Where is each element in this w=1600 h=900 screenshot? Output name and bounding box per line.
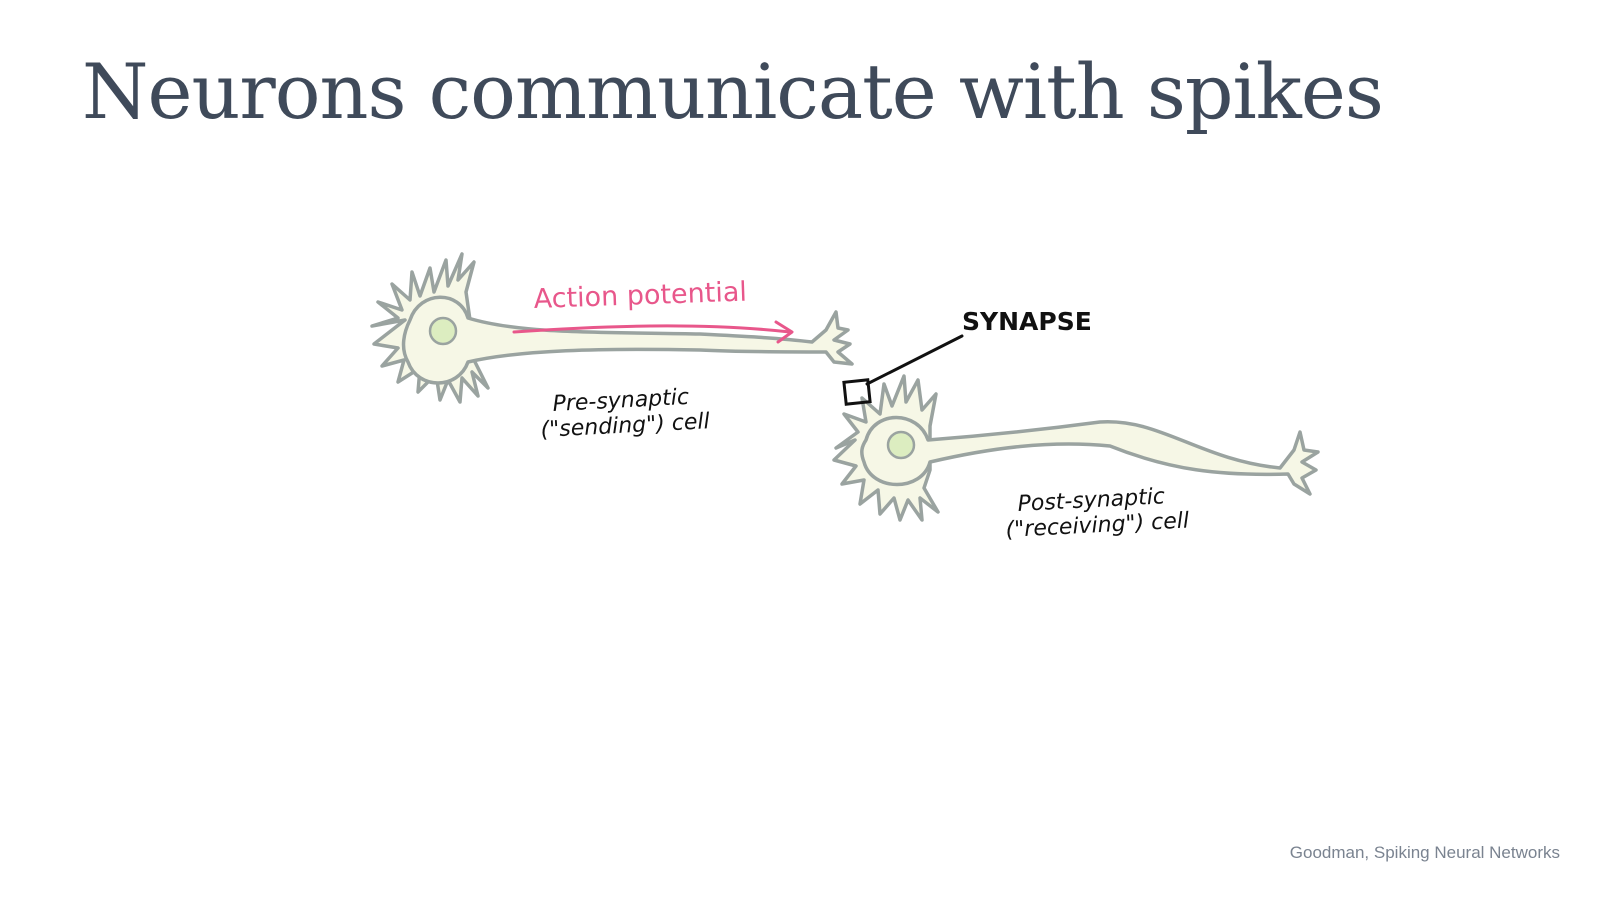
footer-credit: Goodman, Spiking Neural Networks xyxy=(1289,843,1560,862)
slide-title: Neurons communicate with spikes xyxy=(82,47,1384,136)
action-potential-arrow xyxy=(512,320,794,344)
synapse-pointer-line xyxy=(865,334,964,386)
pre-nucleus xyxy=(428,316,458,346)
action-potential-label: Action potential xyxy=(533,277,747,315)
synapse-label: SYNAPSE xyxy=(962,307,1092,336)
post-nucleus xyxy=(886,430,916,460)
arrow-head xyxy=(774,320,794,344)
post-soma-axon xyxy=(860,415,1320,496)
pre-soma-axon xyxy=(401,295,854,385)
synapse-box xyxy=(842,378,872,406)
post-synaptic-neuron xyxy=(832,374,1320,522)
pre-synaptic-neuron xyxy=(370,252,854,404)
arrow-shaft xyxy=(512,324,792,334)
